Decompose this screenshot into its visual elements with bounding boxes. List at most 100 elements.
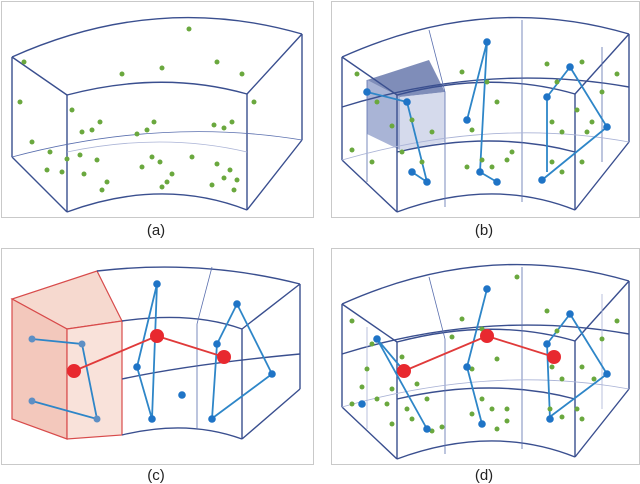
- point: [469, 366, 475, 372]
- point: [599, 89, 605, 95]
- point: [221, 125, 227, 131]
- cluster-node: [217, 350, 231, 364]
- node: [403, 98, 411, 106]
- point: [494, 99, 500, 105]
- point: [591, 376, 597, 382]
- point: [489, 164, 495, 170]
- point: [239, 71, 245, 77]
- point: [186, 26, 192, 32]
- grid-shell-a: [11, 16, 303, 213]
- node: [358, 400, 366, 408]
- point: [139, 164, 145, 170]
- node: [538, 176, 546, 184]
- point: [144, 127, 150, 133]
- point: [364, 366, 370, 372]
- node: [148, 415, 156, 423]
- cluster-node: [150, 329, 164, 343]
- point: [77, 152, 83, 158]
- point: [459, 316, 465, 322]
- node: [408, 168, 416, 176]
- node: [603, 123, 611, 131]
- point: [589, 119, 595, 125]
- panel-b: [331, 1, 640, 218]
- point: [29, 139, 35, 145]
- point: [251, 99, 257, 105]
- node: [28, 335, 36, 343]
- cluster-node: [67, 364, 81, 378]
- node: [363, 88, 371, 96]
- points-d: [349, 274, 620, 434]
- point: [574, 107, 580, 113]
- point: [559, 129, 565, 135]
- point: [489, 406, 495, 412]
- point: [409, 117, 415, 123]
- point: [614, 71, 620, 77]
- point: [149, 154, 155, 160]
- point: [59, 169, 65, 175]
- point: [44, 167, 50, 173]
- point: [429, 428, 435, 434]
- point: [544, 308, 550, 314]
- point: [47, 149, 53, 155]
- point: [544, 61, 550, 67]
- point: [151, 119, 157, 125]
- point: [614, 318, 620, 324]
- nodes-b: [363, 38, 611, 186]
- point: [349, 147, 355, 153]
- point: [549, 364, 555, 370]
- point: [504, 157, 510, 163]
- point: [464, 164, 470, 170]
- point: [479, 157, 485, 163]
- point: [164, 179, 170, 185]
- node: [493, 178, 501, 186]
- point: [579, 364, 585, 370]
- caption-d: (d): [474, 467, 494, 484]
- point: [409, 416, 415, 422]
- point: [549, 159, 555, 165]
- point: [157, 159, 163, 165]
- point: [69, 107, 75, 113]
- panel-a: [1, 1, 314, 218]
- node: [28, 397, 36, 405]
- point: [504, 406, 510, 412]
- nodes-d: [358, 285, 611, 433]
- point: [159, 184, 165, 190]
- point: [459, 69, 465, 75]
- red-links-d: [403, 335, 555, 372]
- node: [478, 420, 486, 428]
- point: [99, 187, 105, 193]
- point: [514, 274, 520, 280]
- cluster-node: [480, 329, 494, 343]
- point: [119, 71, 125, 77]
- point: [97, 119, 103, 125]
- point: [399, 149, 405, 155]
- points-a: [17, 26, 257, 193]
- nodes-c: [28, 280, 276, 423]
- point: [424, 396, 430, 402]
- point: [554, 79, 560, 85]
- node: [93, 415, 101, 423]
- node: [476, 168, 484, 176]
- node: [78, 340, 86, 348]
- point: [384, 401, 390, 407]
- point: [479, 396, 485, 402]
- point: [579, 159, 585, 165]
- point: [554, 328, 560, 334]
- node: [463, 363, 471, 371]
- node: [233, 300, 241, 308]
- point: [414, 381, 420, 387]
- panel-d: [331, 248, 640, 465]
- diagram-a: [11, 16, 303, 213]
- node: [423, 425, 431, 433]
- points-b: [349, 59, 620, 175]
- point: [574, 406, 580, 412]
- node: [566, 310, 574, 318]
- cluster-node: [397, 364, 411, 378]
- point: [214, 59, 220, 65]
- point: [559, 169, 565, 175]
- point: [374, 99, 380, 105]
- panel-c: [1, 248, 314, 465]
- point: [504, 418, 510, 424]
- grid-shell-b: [341, 16, 630, 213]
- point: [559, 376, 565, 382]
